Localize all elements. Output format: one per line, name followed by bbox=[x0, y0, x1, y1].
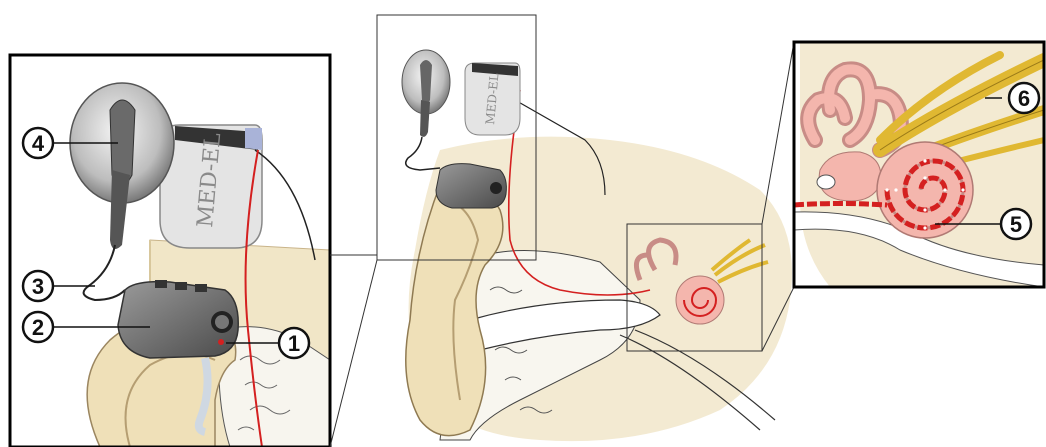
callout-1-label: 1 bbox=[288, 331, 300, 356]
callout-2: 2 bbox=[23, 312, 53, 342]
callout-5: 5 bbox=[1001, 209, 1031, 239]
callout-4-label: 4 bbox=[32, 131, 45, 156]
oval-window bbox=[817, 175, 835, 189]
overview-processor bbox=[436, 164, 506, 208]
implant-lead-wire bbox=[255, 150, 315, 260]
callout-2-label: 2 bbox=[32, 315, 44, 340]
left-detail-panel: MED-EL bbox=[70, 83, 330, 447]
callout-4: 4 bbox=[23, 128, 53, 158]
speech-processor bbox=[118, 280, 238, 358]
callout-3-label: 3 bbox=[32, 274, 44, 299]
overview-figure: MED-EL bbox=[377, 15, 792, 441]
callout-5-label: 5 bbox=[1010, 212, 1022, 237]
callout-1: 1 bbox=[279, 328, 309, 358]
right-detail-panel bbox=[794, 42, 1044, 287]
callout-6: 6 bbox=[1009, 83, 1039, 113]
overview-implant: MED-EL bbox=[465, 63, 520, 135]
transmitter-coil bbox=[70, 83, 174, 249]
callout-6-label: 6 bbox=[1018, 86, 1030, 111]
coil-cable bbox=[84, 245, 125, 300]
callout-3: 3 bbox=[23, 271, 53, 301]
overview-coil bbox=[402, 50, 450, 137]
